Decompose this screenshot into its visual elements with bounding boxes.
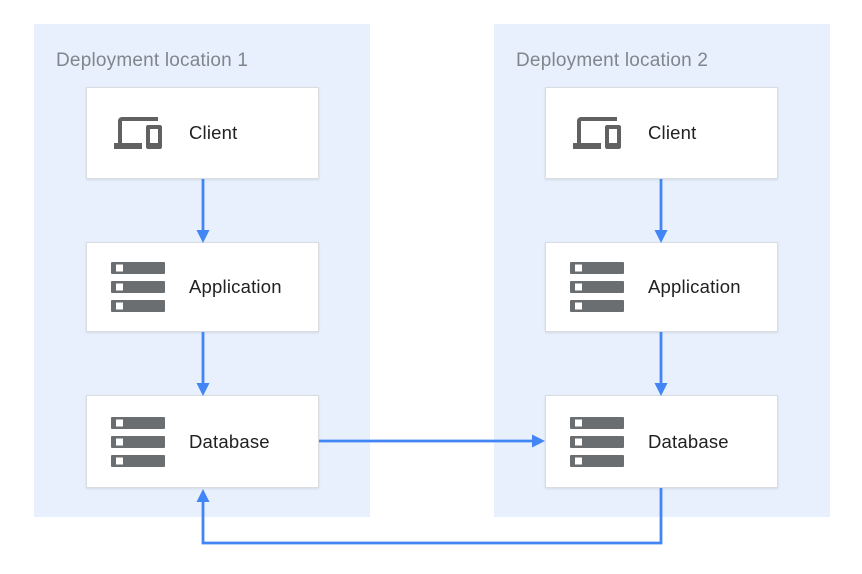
server-stack-icon — [568, 416, 626, 467]
devices-icon — [109, 109, 167, 157]
node-label: Client — [189, 122, 238, 143]
server-stack-icon — [109, 262, 167, 312]
node-label: Application — [189, 276, 282, 297]
node-label: Database — [648, 430, 729, 452]
database-node-location-1: Database — [86, 395, 319, 488]
node-label: Client — [648, 122, 697, 143]
node-label: Application — [648, 276, 741, 297]
client-node-location-1: Client — [86, 87, 319, 179]
client-node-location-2: Client — [545, 87, 778, 179]
devices-icon — [568, 109, 626, 157]
server-stack-icon — [568, 262, 626, 312]
server-stack-icon — [109, 416, 167, 467]
application-node-location-2: Application — [545, 242, 778, 332]
deployment-location-1-title: Deployment location 1 — [56, 50, 249, 71]
node-label: Database — [189, 430, 270, 452]
deployment-location-2-title: Deployment location 2 — [516, 50, 709, 71]
database-node-location-2: Database — [545, 395, 778, 488]
application-node-location-1: Application — [86, 242, 319, 332]
